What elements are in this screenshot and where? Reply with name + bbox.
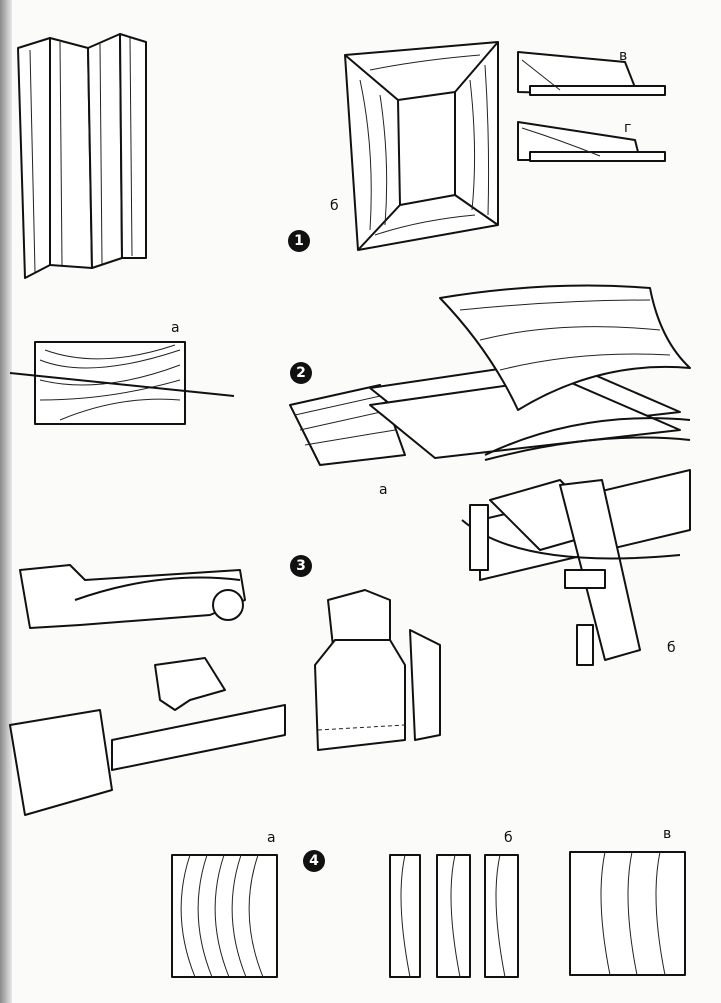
tenon-blocks-drawing [9, 564, 286, 816]
figure-number-4: 4 [303, 850, 325, 872]
label-fig3-b: б [667, 640, 676, 656]
label-fig4-b: б [504, 830, 513, 846]
label-fig4-a: а [267, 830, 276, 846]
label-fig2-a-glue: а [379, 482, 388, 498]
joint-sections-drawing [517, 51, 666, 162]
figure-number-1: 1 [288, 230, 310, 252]
figure-number-3: 3 [290, 555, 312, 577]
frame-drawing [344, 41, 499, 251]
grain-panels-drawing [171, 851, 686, 978]
figure-number-2: 2 [290, 362, 312, 384]
clamp-drawing [461, 469, 691, 666]
label-fig4-v: в [663, 826, 672, 842]
label-fig1-g: г [624, 120, 632, 136]
veneer-gluing-drawing [289, 284, 691, 466]
label-fig1-v: в [619, 48, 628, 64]
label-fig2-a-board: а [171, 320, 180, 336]
board-grain-drawing [9, 341, 235, 425]
folded-panel-drawing [17, 33, 147, 279]
prism-drawing [314, 589, 441, 751]
label-fig1-b: б [330, 198, 339, 214]
